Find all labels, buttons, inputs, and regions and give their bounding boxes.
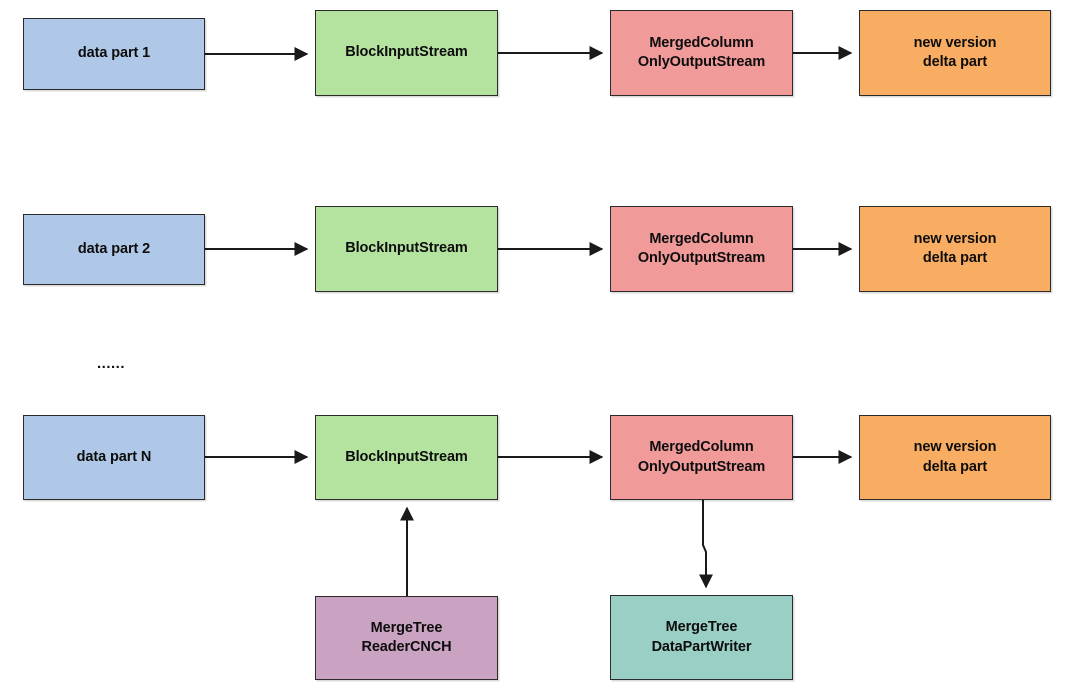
node-data-part-n[interactable]: data part N <box>23 415 205 500</box>
node-label-bis-n: BlockInputStream <box>345 448 468 465</box>
node-label-datapart-writer: MergeTree DataPartWriter <box>651 619 752 655</box>
node-bis-n[interactable]: BlockInputStream <box>315 415 498 500</box>
node-label-bis-2: BlockInputStream <box>345 240 468 257</box>
node-data-part-2[interactable]: data part 2 <box>23 214 205 285</box>
node-mcos-n[interactable]: MergedColumn OnlyOutputStream <box>610 415 793 500</box>
node-reader-cnch[interactable]: MergeTree ReaderCNCH <box>315 596 498 680</box>
node-delta-2[interactable]: new version delta part <box>859 206 1051 292</box>
node-label-bis-1: BlockInputStream <box>345 44 468 61</box>
node-label-data-part-n: data part N <box>76 448 152 465</box>
node-label-data-part-2: data part 2 <box>77 240 151 257</box>
node-data-part-1[interactable]: data part 1 <box>23 18 205 90</box>
node-datapart-writer[interactable]: MergeTree DataPartWriter <box>610 595 793 680</box>
node-bis-2[interactable]: BlockInputStream <box>315 206 498 292</box>
node-delta-1[interactable]: new version delta part <box>859 10 1051 96</box>
node-label-mcos-2: MergedColumn OnlyOutputStream <box>637 230 766 266</box>
node-label-reader-cnch: MergeTree ReaderCNCH <box>361 619 452 655</box>
edge-mcos-n-to-datapart-writer <box>699 500 713 589</box>
node-label-delta-2: new version delta part <box>913 230 997 266</box>
vertical-ellipsis: ...... <box>97 355 126 372</box>
node-label-delta-1: new version delta part <box>913 34 997 70</box>
node-label-data-part-1: data part 1 <box>77 45 151 62</box>
node-bis-1[interactable]: BlockInputStream <box>315 10 498 96</box>
node-mcos-2[interactable]: MergedColumn OnlyOutputStream <box>610 206 793 292</box>
node-mcos-1[interactable]: MergedColumn OnlyOutputStream <box>610 10 793 96</box>
node-label-delta-n: new version delta part <box>913 439 997 475</box>
node-label-mcos-n: MergedColumn OnlyOutputStream <box>637 439 766 475</box>
node-delta-n[interactable]: new version delta part <box>859 415 1051 500</box>
node-label-mcos-1: MergedColumn OnlyOutputStream <box>637 34 766 70</box>
